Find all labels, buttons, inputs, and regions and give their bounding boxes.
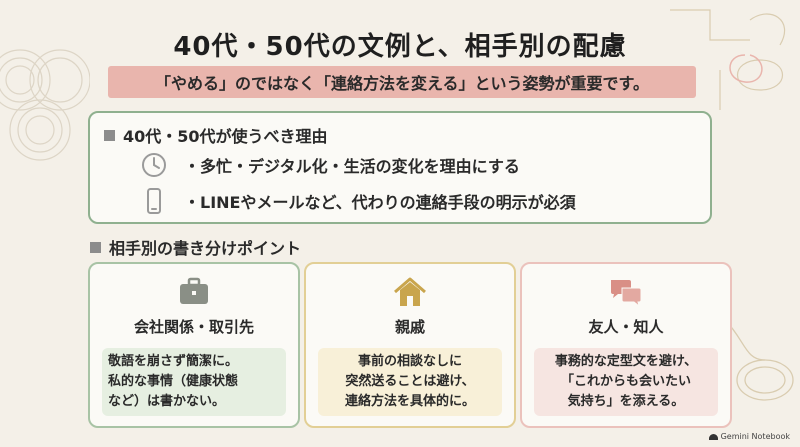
card-body: 事前の相談なしに 突然送ることは避け、 連絡方法を具体的に。: [318, 348, 502, 416]
card-business: 会社関係・取引先 敬語を崩さず簡潔に。 私的な事情（健康状態 など）は書かない。: [88, 262, 300, 428]
briefcase-icon: [180, 277, 208, 304]
page-title: 40代・50代の文例と、相手別の配慮: [173, 32, 627, 62]
card-title: 親戚: [394, 318, 425, 336]
chat-bubbles-icon: [611, 280, 642, 308]
smartphone-icon: [147, 188, 161, 214]
card-body: 敬語を崩さず簡潔に。 私的な事情（健康状態 など）は書かない。: [102, 348, 286, 416]
subtitle-text: 「やめる」のではなく「連絡方法を変える」という姿勢が重要です。: [155, 74, 649, 93]
subtitle-band: 「やめる」のではなく「連絡方法を変える」という姿勢が重要です。: [108, 66, 696, 98]
card-title: 友人・知人: [588, 318, 664, 336]
square-bullet-icon: [104, 129, 115, 141]
card-title: 会社関係・取引先: [133, 318, 254, 336]
brand-text: Gemini Notebook: [720, 432, 790, 441]
card-friends: 友人・知人 事務的な定型文を避け、 「これからも会いたい 気持ち」を添える。: [520, 262, 732, 428]
clock-icon: [142, 153, 166, 177]
house-icon: [394, 277, 426, 306]
reason-text: ・LINEやメールなど、代わりの連絡手段の明示が必須: [184, 193, 576, 212]
reasons-panel: 40代・50代が使うべき理由 ・多忙・デジタル化・生活の変化を理由にする ・LI…: [88, 111, 712, 224]
brand-watermark: Gemini Notebook: [708, 432, 790, 441]
points-heading-text: 相手別の書き分けポイント: [109, 239, 302, 258]
points-heading: 相手別の書き分けポイント: [90, 235, 301, 259]
reasons-heading-text: 40代・50代が使うべき理由: [123, 127, 328, 146]
square-bullet-icon: [90, 241, 101, 253]
reason-item: ・LINEやメールなど、代わりの連絡手段の明示が必須: [140, 187, 576, 215]
reasons-heading: 40代・50代が使うべき理由: [104, 123, 328, 147]
reason-item: ・多忙・デジタル化・生活の変化を理由にする: [140, 151, 520, 179]
notebook-logo-icon: [708, 433, 718, 440]
reason-text: ・多忙・デジタル化・生活の変化を理由にする: [184, 157, 520, 176]
card-relatives: 親戚 事前の相談なしに 突然送ることは避け、 連絡方法を具体的に。: [304, 262, 516, 428]
card-body: 事務的な定型文を避け、 「これからも会いたい 気持ち」を添える。: [534, 348, 718, 416]
